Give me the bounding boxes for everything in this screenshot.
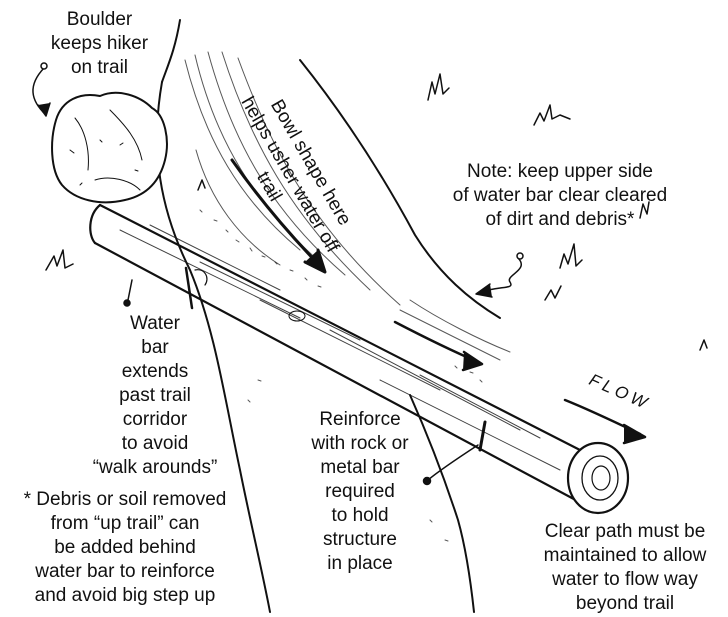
boulder <box>52 93 167 203</box>
rebar-lower <box>480 422 485 450</box>
log-end <box>568 443 628 513</box>
label-clear-path: Clear path must be maintained to allow w… <box>520 520 728 616</box>
pointer-water-bar <box>128 280 132 300</box>
label-note: Note: keep upper side of water bar clear… <box>420 160 700 232</box>
label-debris-note: * Debris or soil removed from “up trail”… <box>0 488 250 608</box>
pointer-reinforce <box>428 445 478 480</box>
label-reinforce: Reinforce with rock or metal bar require… <box>300 408 420 576</box>
label-boulder: Boulder keeps hiker on trail <box>22 8 177 80</box>
label-water-bar: Water bar extends past trail corridor to… <box>60 312 250 480</box>
